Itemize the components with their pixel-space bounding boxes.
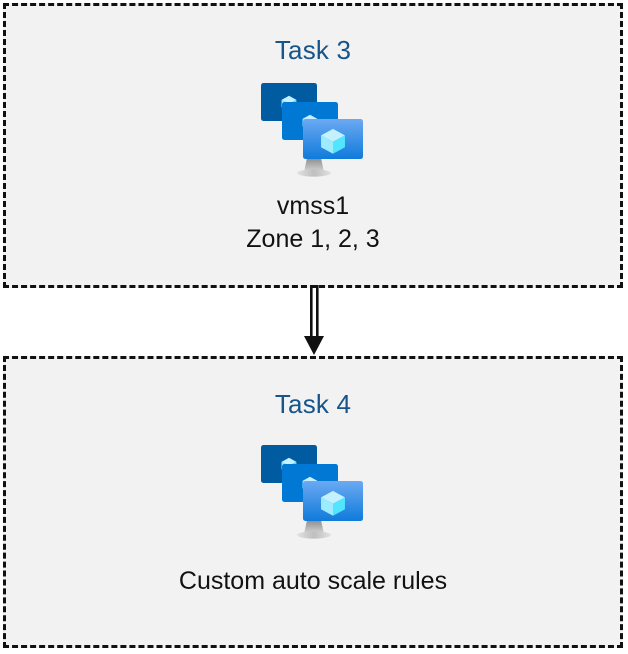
task-3-caption: vmss1 Zone 1, 2, 3 <box>246 190 379 256</box>
vm-scale-set-icon <box>258 77 368 181</box>
task-3-heading: Task 3 <box>274 35 352 65</box>
down-arrow-icon <box>296 285 332 357</box>
task-4-heading: Task 4 <box>274 389 352 419</box>
task-box-task-3: Task 3 <box>3 3 623 288</box>
task-4-caption: Custom auto scale rules <box>179 565 447 598</box>
task-box-task-4: Task 4 <box>3 356 623 648</box>
task-4-caption-line-1: Custom auto scale rules <box>178 567 448 595</box>
task-3-caption-line-2: Zone 1, 2, 3 <box>246 225 380 253</box>
task-3-caption-line-1: vmss1 <box>276 192 350 220</box>
vm-scale-set-icon <box>258 439 368 543</box>
